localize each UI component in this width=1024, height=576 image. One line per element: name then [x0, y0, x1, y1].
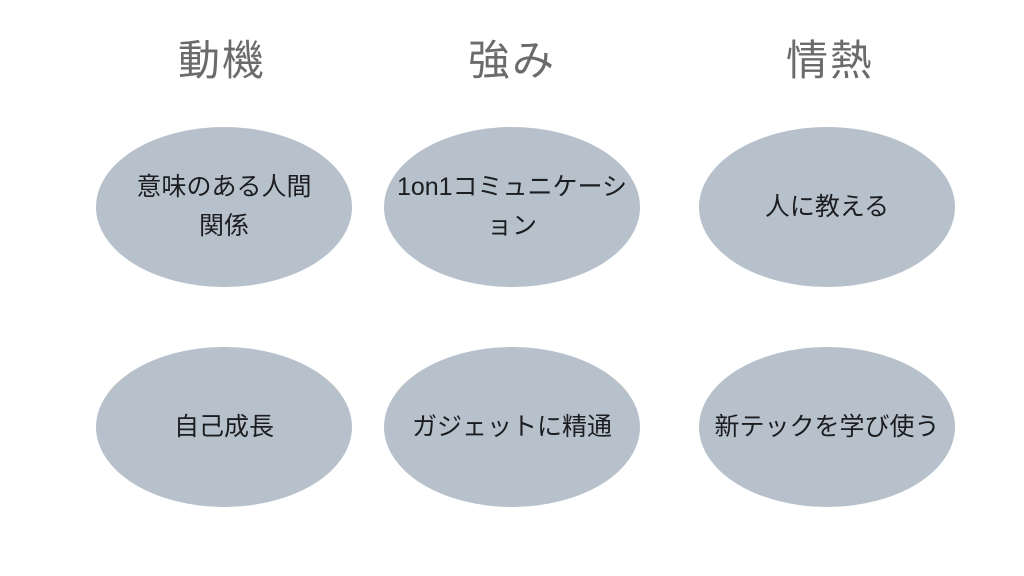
ellipse-motivation-1: 意味のある人間 関係 — [96, 127, 352, 287]
ellipse-motivation-2: 自己成長 — [96, 347, 352, 507]
ellipse-strengths-1-label: 1on1コミュニケーシ ョン — [396, 173, 628, 240]
ellipse-motivation-2-label: 自己成長 — [173, 412, 274, 441]
ellipse-motivation-1-label: 意味のある人間 関係 — [136, 173, 312, 240]
column-header-passion: 情熱 — [785, 37, 874, 84]
column-header-motivation: 動機 — [177, 37, 266, 84]
ellipse-passion-2-label: 新テックを学び使う — [714, 412, 940, 441]
ellipse-passion-1-label: 人に教える — [764, 192, 890, 221]
ellipse-passion-2: 新テックを学び使う — [699, 347, 955, 507]
column-header-strengths: 強み — [467, 37, 556, 84]
ellipse-strengths-2: ガジェットに精通 — [384, 347, 640, 507]
ellipse-strengths-2-label: ガジェットに精通 — [411, 412, 612, 441]
ellipse-strengths-1: 1on1コミュニケーシ ョン — [384, 127, 640, 287]
ellipse-passion-1: 人に教える — [699, 127, 955, 287]
